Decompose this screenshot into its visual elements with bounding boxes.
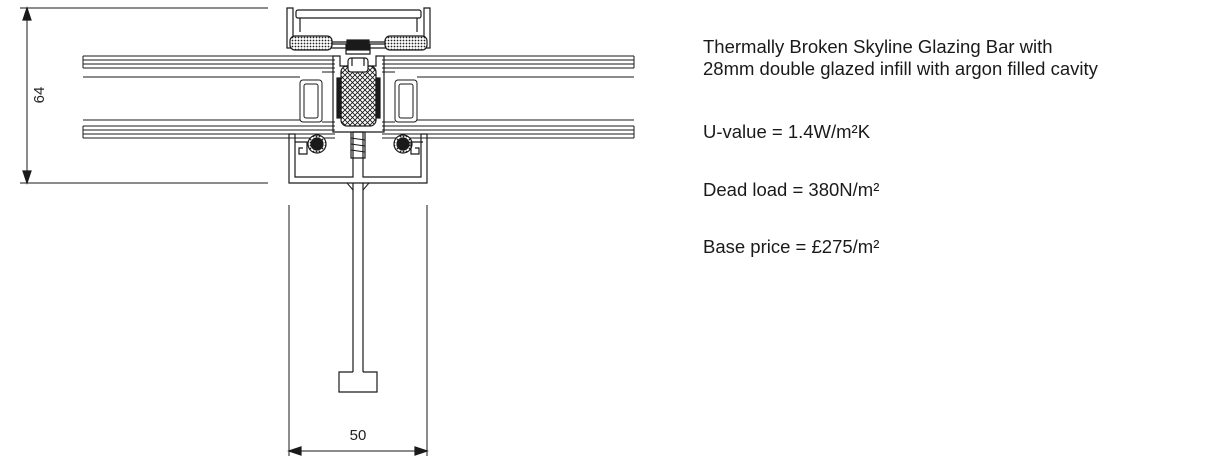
dead-load-text: Dead load = 380N/m² (703, 179, 880, 200)
top-cap (286, 7, 431, 55)
product-title-line-2: 28mm double glazed infill with argon fil… (703, 58, 1098, 79)
product-title: Thermally Broken Skyline Glazing Bar wit… (703, 36, 1098, 80)
thermal-break (332, 55, 385, 133)
product-title-line-1: Thermally Broken Skyline Glazing Bar wit… (703, 36, 1053, 57)
left-glass-unit (82, 55, 335, 139)
width-dimension: 50 (287, 205, 429, 456)
right-glass-unit (382, 55, 635, 139)
glazing-bar-profile (288, 131, 428, 393)
width-dimension-label: 50 (350, 427, 367, 444)
u-value-text: U-value = 1.4W/m²K (703, 121, 871, 142)
base-price-text: Base price = £275/m² (703, 236, 880, 257)
lower-gaskets (295, 134, 423, 155)
height-dimension-label: 64 (31, 87, 48, 104)
height-dimension: 64 (20, 6, 268, 185)
